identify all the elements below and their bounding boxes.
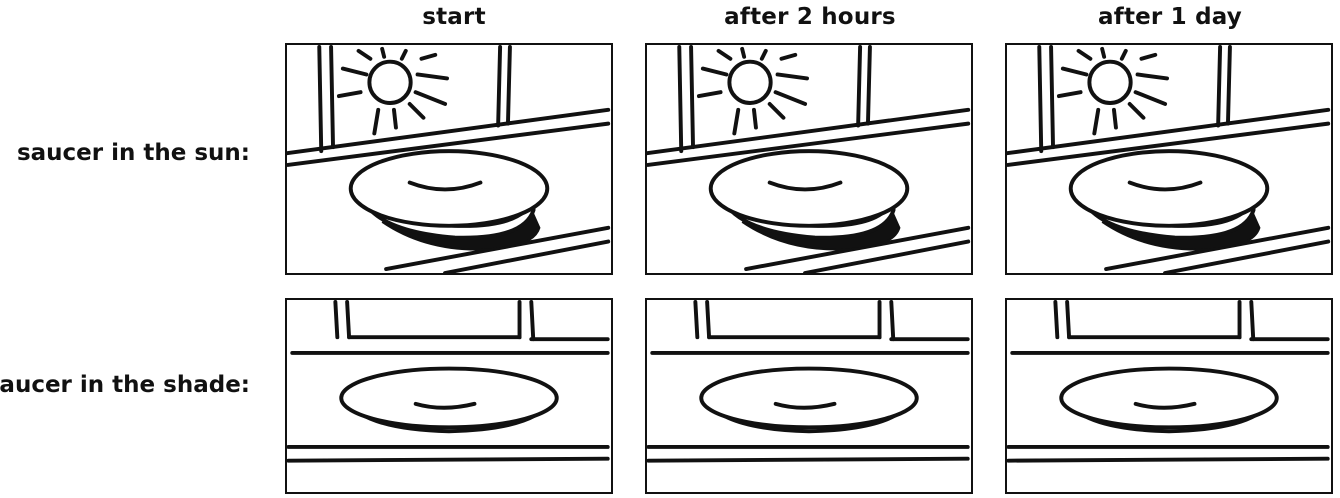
window-frame [695, 302, 967, 339]
row-label-shade: saucer in the shade: [0, 372, 250, 398]
table-edge [648, 447, 967, 461]
table-edge [1008, 447, 1327, 461]
column-label-after-1-day: after 1 day [1005, 4, 1335, 30]
table-edge [288, 447, 607, 461]
column-label-start: start [289, 4, 619, 30]
sun-icon [339, 49, 447, 134]
column-label-after-2-hours: after 2 hours [645, 4, 975, 30]
panel-shade-after-1-day [1005, 298, 1333, 494]
shade-scene-illustration [1007, 300, 1331, 492]
saucer-with-water [1071, 151, 1268, 249]
saucer-with-water [711, 151, 908, 249]
sun-scene-illustration [647, 45, 971, 273]
panel-sun-after-1-day [1005, 43, 1333, 275]
window-frame [1055, 302, 1327, 339]
saucer-with-water [341, 369, 557, 432]
saucer-with-water [701, 369, 917, 432]
panel-shade-after-2-hours [645, 298, 973, 494]
panel-shade-start [285, 298, 613, 494]
panel-sun-start [285, 43, 613, 275]
window-frame [335, 302, 607, 339]
shade-scene-illustration [287, 300, 611, 492]
shade-scene-illustration [647, 300, 971, 492]
row-label-sun: saucer in the sun: [17, 140, 250, 166]
saucer-with-water [1061, 369, 1277, 432]
sun-icon [1059, 49, 1167, 134]
saucer-with-water [351, 151, 548, 249]
sun-icon [699, 49, 807, 134]
sun-scene-illustration [287, 45, 611, 273]
panel-sun-after-2-hours [645, 43, 973, 275]
sun-scene-illustration [1007, 45, 1331, 273]
